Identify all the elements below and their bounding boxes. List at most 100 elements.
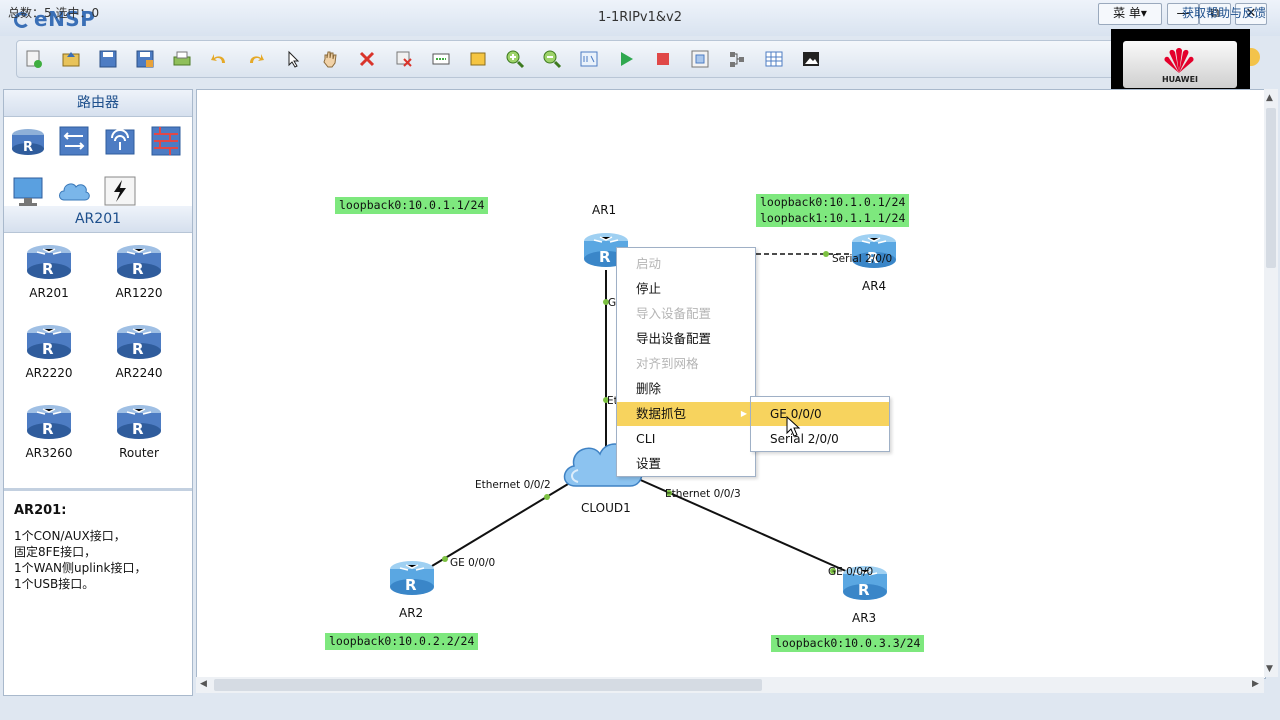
router-icon: R bbox=[852, 234, 896, 268]
zoom-in-icon[interactable] bbox=[504, 48, 526, 70]
print-icon[interactable] bbox=[171, 48, 193, 70]
svg-text:R: R bbox=[858, 581, 870, 599]
ar3-loopback-label[interactable]: loopback0:10.0.3.3/24 bbox=[771, 635, 925, 652]
device-ar3260[interactable]: R AR3260 bbox=[9, 400, 89, 460]
pc-category-icon[interactable] bbox=[10, 174, 46, 208]
status-counts: 总数：5 选中：0 bbox=[8, 6, 100, 20]
undo-icon[interactable] bbox=[208, 48, 230, 70]
new-topology-icon[interactable] bbox=[23, 48, 45, 70]
ar2-loopback-label[interactable]: loopback0:10.0.2.2/24 bbox=[325, 633, 479, 650]
firewall-category-icon[interactable] bbox=[148, 124, 184, 158]
menu-item-cli[interactable]: CLI bbox=[636, 431, 656, 446]
minimize-button[interactable]: — bbox=[1167, 3, 1199, 25]
pan-hand-icon[interactable] bbox=[319, 48, 341, 70]
close-button[interactable]: ✕ bbox=[1235, 3, 1267, 25]
horizontal-scroll-thumb[interactable] bbox=[214, 679, 762, 691]
capture-icon[interactable] bbox=[689, 48, 711, 70]
device-label: AR2220 bbox=[25, 366, 73, 380]
delete-icon[interactable] bbox=[356, 48, 378, 70]
router-category-icon[interactable]: R bbox=[10, 124, 46, 158]
add-text-icon[interactable] bbox=[430, 48, 452, 70]
device-router[interactable]: R Router bbox=[99, 400, 179, 460]
menu-item-stop[interactable]: 停止 bbox=[636, 281, 662, 296]
partial-smiley-icon bbox=[1250, 48, 1260, 66]
ar1-ge-port-label: G bbox=[608, 297, 617, 309]
save-as-icon[interactable] bbox=[134, 48, 156, 70]
ar3-node[interactable]: R bbox=[841, 561, 889, 608]
scroll-right-icon[interactable]: ▶ bbox=[1252, 679, 1259, 689]
main-menu-button[interactable]: 菜 单▾ bbox=[1098, 3, 1162, 25]
help-feedback-link[interactable]: 获取帮助与反馈 bbox=[1181, 6, 1266, 20]
restore-button[interactable]: ⧉ bbox=[1199, 3, 1231, 25]
scroll-down-icon[interactable]: ▼ bbox=[1266, 664, 1273, 674]
device-ar201[interactable]: R AR201 bbox=[9, 240, 89, 300]
ar1-label: AR1 bbox=[592, 203, 617, 217]
svg-text:R: R bbox=[867, 249, 879, 267]
device-info-line: 固定8FE接口， bbox=[14, 545, 97, 559]
device-panel: 路由器 R AR201 R AR201 R AR1220 R AR2220 R … bbox=[3, 89, 193, 696]
svg-text:R: R bbox=[405, 576, 417, 594]
save-icon[interactable] bbox=[97, 48, 119, 70]
menu-item-packet-capture[interactable]: 数据抓包 ▶ bbox=[617, 402, 755, 426]
redo-icon[interactable] bbox=[245, 48, 267, 70]
cloud-eth3-port-label: Ethernet 0/0/3 bbox=[665, 488, 741, 500]
zoom-out-icon[interactable] bbox=[541, 48, 563, 70]
window-title: 1-1RIPv1&v2 bbox=[597, 10, 682, 25]
switch-category-icon[interactable] bbox=[56, 124, 92, 158]
palette-icon[interactable] bbox=[467, 48, 489, 70]
port-dot bbox=[603, 299, 609, 305]
vertical-scroll-thumb[interactable] bbox=[1266, 108, 1276, 268]
ar2-label: AR2 bbox=[399, 606, 424, 620]
port-dot bbox=[666, 490, 672, 496]
ar1-loopback-label[interactable]: loopback0:10.0.1.1/24 bbox=[335, 197, 489, 214]
device-label: AR2240 bbox=[115, 366, 163, 380]
stop-device-icon[interactable] bbox=[652, 48, 674, 70]
menu-item-delete[interactable]: 删除 bbox=[636, 381, 662, 396]
device-info-title: AR201: bbox=[14, 503, 67, 518]
menu-item-import-config: 导入设备配置 bbox=[636, 306, 712, 321]
device-ar2240[interactable]: R AR2240 bbox=[99, 320, 179, 380]
menu-item-label: 数据抓包 bbox=[636, 406, 687, 421]
menu-item-settings[interactable]: 设置 bbox=[636, 456, 662, 471]
submenu-item-ge000[interactable]: GE 0/0/0 bbox=[751, 402, 889, 426]
fit-to-window-icon[interactable] bbox=[578, 48, 600, 70]
wireless-category-icon[interactable] bbox=[102, 124, 138, 158]
ar4-serial-port-label: Serial 2/0/0 bbox=[832, 253, 893, 265]
device-ar1220[interactable]: R AR1220 bbox=[99, 240, 179, 300]
svg-text:R: R bbox=[42, 420, 54, 438]
screenshot-icon[interactable] bbox=[800, 48, 822, 70]
start-device-icon[interactable] bbox=[615, 48, 637, 70]
svg-text:R: R bbox=[42, 340, 54, 358]
huawei-brand-text: HUAWEI bbox=[1161, 75, 1199, 84]
submenu-item-serial200[interactable]: Serial 2/0/0 bbox=[770, 432, 839, 446]
router-icon: R bbox=[390, 561, 434, 595]
submenu-arrow-icon: ▶ bbox=[740, 409, 747, 418]
device-label: AR201 bbox=[29, 286, 69, 300]
port-dot bbox=[823, 251, 829, 257]
grid-table-icon[interactable] bbox=[763, 48, 785, 70]
menu-item-export-config[interactable]: 导出设备配置 bbox=[636, 331, 712, 346]
topology-tree-icon[interactable] bbox=[726, 48, 748, 70]
port-dot bbox=[442, 556, 448, 562]
device-label: AR3260 bbox=[25, 446, 73, 460]
device-ar2220[interactable]: R AR2220 bbox=[9, 320, 89, 380]
cloud-category-icon[interactable] bbox=[56, 174, 92, 208]
scroll-up-icon[interactable]: ▲ bbox=[1266, 93, 1273, 103]
ar2-ge-port-label: GE 0/0/0 bbox=[450, 557, 496, 569]
device-context-menu: 启动 停止 导入设备配置 导出设备配置 对齐到网格 删除 数据抓包▶ CLI 设… bbox=[616, 247, 756, 477]
connection-category-icon[interactable] bbox=[102, 174, 138, 208]
ar4-node[interactable]: R bbox=[850, 229, 898, 276]
category-header: 路由器 bbox=[4, 90, 192, 117]
scroll-left-icon[interactable]: ◀ bbox=[200, 679, 207, 689]
ar2-node[interactable]: R bbox=[388, 556, 436, 603]
open-topology-icon[interactable] bbox=[60, 48, 82, 70]
ar4-loopback0-label[interactable]: loopback0:10.1.0.1/24 bbox=[756, 194, 910, 211]
ar3-label: AR3 bbox=[852, 611, 877, 625]
port-dot bbox=[830, 568, 836, 574]
select-pointer-icon[interactable] bbox=[282, 48, 304, 70]
port-dot bbox=[544, 494, 550, 500]
ar4-loopback1-label[interactable]: loopback1:10.1.1.1/24 bbox=[756, 210, 910, 227]
app-logo: eNSP bbox=[14, 7, 95, 31]
menu-item-start: 启动 bbox=[636, 256, 662, 271]
delete-link-icon[interactable] bbox=[393, 48, 415, 70]
